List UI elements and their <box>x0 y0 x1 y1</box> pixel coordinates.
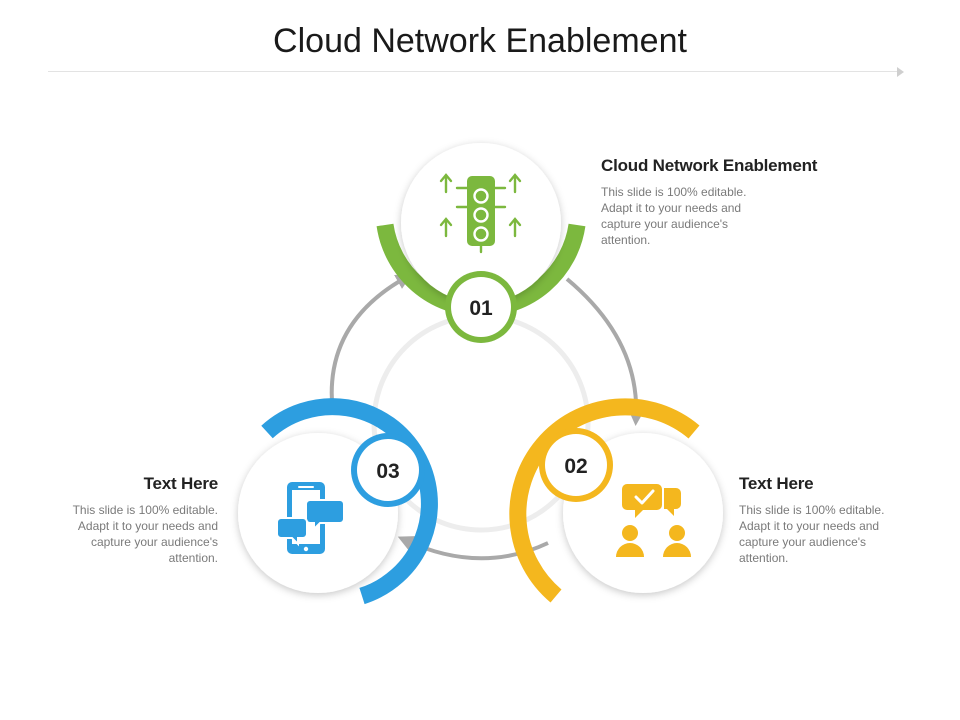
step-02: 02 <box>509 398 723 603</box>
divider-arrow-icon <box>897 67 904 77</box>
step-02-body: This slide is 100% editable. Adapt it to… <box>739 503 885 565</box>
traffic-light-icon <box>439 173 522 254</box>
step-01-number: 01 <box>469 297 493 320</box>
step-02-text: Text Here This slide is 100% editable. A… <box>739 474 899 566</box>
step-03: 03 <box>238 398 438 605</box>
connector-arrow-1-2 <box>565 277 645 426</box>
connector-arrow-3-1 <box>329 274 412 414</box>
step-03-text: Text Here This slide is 100% editable. A… <box>60 474 219 566</box>
step-03-heading: Text Here <box>143 474 219 493</box>
step-01-text: Cloud Network Enablement This slide is 1… <box>601 156 861 248</box>
step-02-accent-arc <box>509 398 700 603</box>
step-03-number: 03 <box>376 460 399 483</box>
slide-title: Cloud Network Enablement <box>273 22 687 60</box>
step-02-heading: Text Here <box>739 474 814 493</box>
step-01-body: This slide is 100% editable. Adapt it to… <box>601 185 747 247</box>
people-approval-chat-icon <box>616 484 691 557</box>
step-02-number: 02 <box>564 455 587 478</box>
step-03-body: This slide is 100% editable. Adapt it to… <box>72 503 218 565</box>
step-01-heading: Cloud Network Enablement <box>601 156 818 175</box>
step-01: 01 <box>376 143 586 343</box>
mobile-chat-icon <box>276 482 345 554</box>
title-divider <box>48 71 900 72</box>
